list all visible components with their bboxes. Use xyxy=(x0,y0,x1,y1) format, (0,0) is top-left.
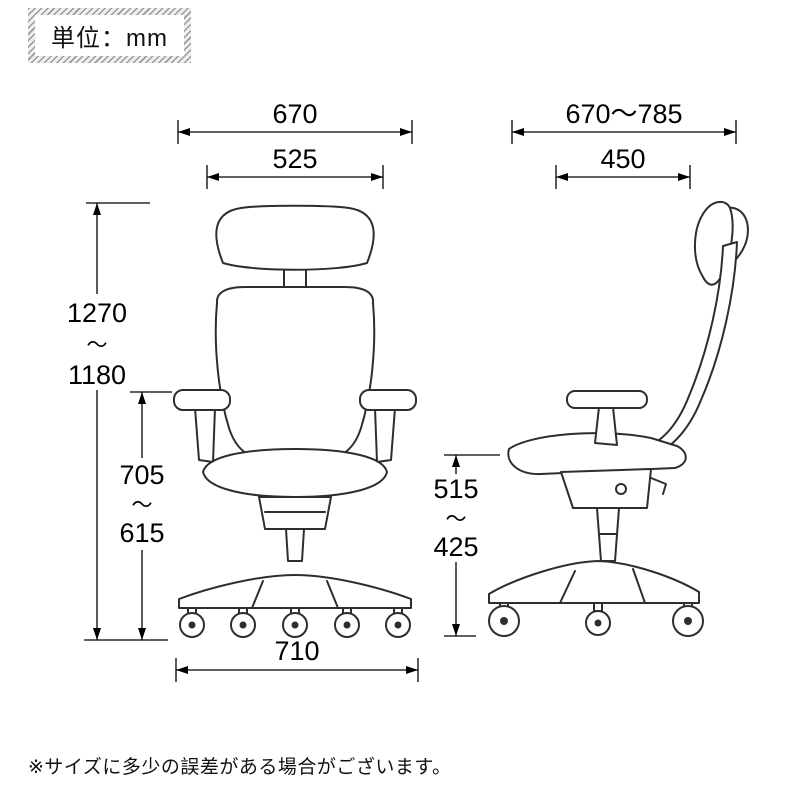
side-armrest-pad xyxy=(566,390,648,409)
dim-text-height-max: 1270 xyxy=(67,298,127,328)
front-armrest-pad-left xyxy=(173,389,231,411)
front-armrest-post-left xyxy=(194,407,216,463)
side-seat xyxy=(507,432,687,476)
dim-text-depth-range: 670～785 xyxy=(565,99,682,129)
dim-text-arm-height-min: 615 xyxy=(119,518,164,548)
front-backrest xyxy=(214,286,376,462)
dimension-lines xyxy=(84,120,737,682)
front-seat xyxy=(202,448,388,498)
dim-front-overall-height xyxy=(84,202,168,641)
side-view-chair xyxy=(488,201,749,637)
side-backrest xyxy=(640,241,738,460)
dim-side-seat-height xyxy=(444,454,500,637)
unit-label: 単位：mm xyxy=(35,15,184,56)
front-armrest-pad-right xyxy=(359,389,417,411)
front-view-chair xyxy=(173,204,417,638)
dim-text-seat-depth: 450 xyxy=(600,144,645,174)
dim-text-seat-height-min: 425 xyxy=(433,532,478,562)
dim-side-depth-range xyxy=(511,120,737,144)
dim-front-total-width xyxy=(177,120,413,144)
dim-text-height-min: 1180 xyxy=(68,360,126,390)
dim-front-armrest-height xyxy=(130,391,172,640)
dim-text-height-tilde: ～ xyxy=(87,334,108,357)
side-armrest-post xyxy=(594,406,618,446)
side-casters xyxy=(488,602,704,637)
dim-front-backrest-width xyxy=(206,165,384,189)
dim-text-arm-height-max: 705 xyxy=(119,460,164,490)
side-adjust-lever xyxy=(650,477,667,495)
front-base xyxy=(178,574,412,609)
dim-side-seat-depth xyxy=(555,165,691,189)
dim-front-base-width xyxy=(175,658,419,682)
dim-text-seat-height-max: 515 xyxy=(433,474,478,504)
front-armrest-post-right xyxy=(374,407,396,463)
size-tolerance-footnote: ※サイズに多少の誤差がある場合がございます。 xyxy=(28,757,452,778)
front-headrest xyxy=(215,204,375,271)
front-casters xyxy=(179,607,411,638)
side-seat-mechanism xyxy=(560,468,652,509)
dim-text-arm-tilde: ～ xyxy=(132,494,153,517)
dim-text-seat-tilde: ～ xyxy=(446,508,467,531)
dim-text-front-backrest-width: 525 xyxy=(272,144,317,174)
dim-text-front-total-width: 670 xyxy=(272,99,317,129)
side-base xyxy=(488,560,700,604)
unit-label-box: 単位：mm xyxy=(28,8,191,63)
dim-text-base-width: 710 xyxy=(274,636,319,666)
front-gas-cylinder xyxy=(285,528,305,562)
